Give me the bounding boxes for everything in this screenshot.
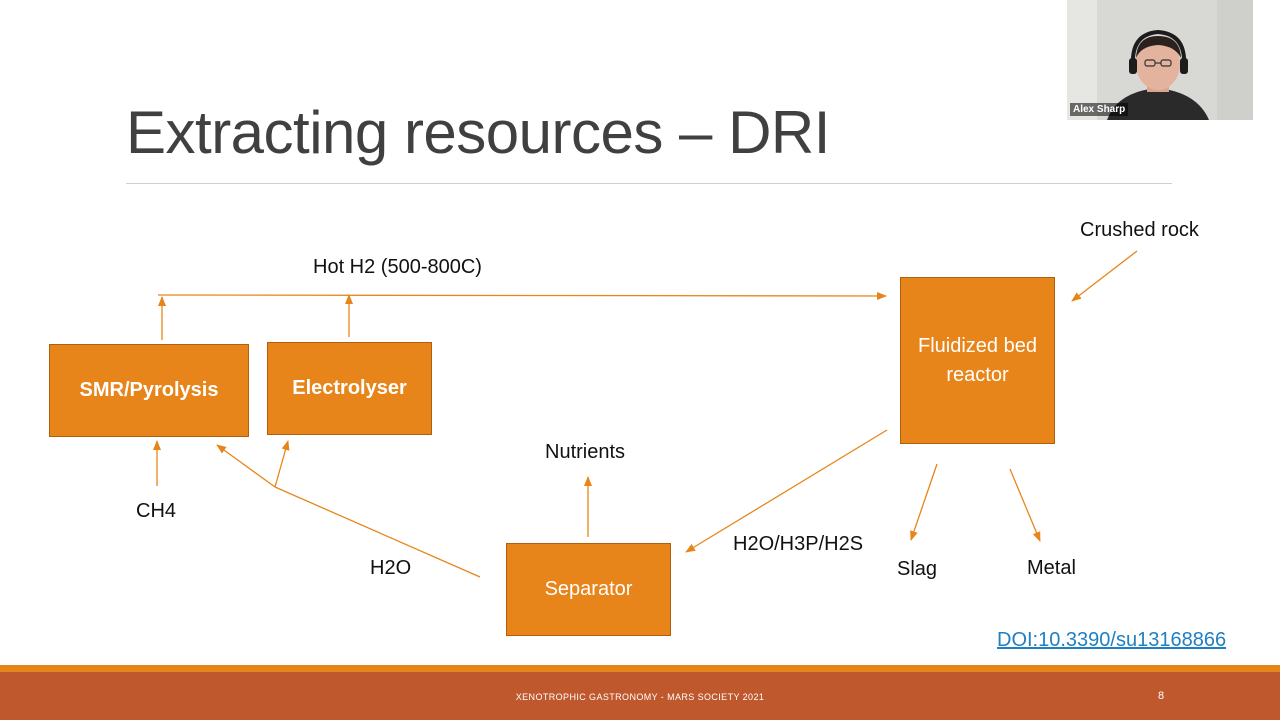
participant-video (1067, 0, 1253, 120)
crushed-rock-label: Crushed rock (1080, 219, 1199, 241)
webcam-tile[interactable]: Alex Sharp (1067, 0, 1253, 120)
title-divider (126, 183, 1172, 184)
page-number: 8 (1158, 690, 1165, 702)
nutrients-label: Nutrients (545, 441, 626, 463)
metal-arrow (1009, 468, 1041, 542)
metal-label: Metal (1027, 557, 1076, 579)
smr-pyrolysis-box: SMR/Pyrolysis (49, 344, 249, 437)
slide-title: Extracting resources – DRI (126, 99, 830, 166)
h2o-to-electrolyser-arrow (274, 440, 290, 488)
participant-name-label: Alex Sharp (1070, 103, 1129, 116)
hot-h2-label: Hot H2 (500-800C) (313, 256, 482, 278)
doi-link[interactable]: DOI:10.3390/su13168866 (997, 629, 1227, 651)
fluidized-bed-reactor-box: Fluidized bed reactor (900, 277, 1055, 444)
hot-h2-line-arrow (157, 291, 887, 300)
reactor-to-separator-arrow (685, 429, 888, 553)
footer-text: XENOTROPHIC GASTRONOMY - MARS SOCIETY 20… (515, 692, 765, 702)
ch4-label: CH4 (136, 500, 177, 522)
electrolyser-box: Electrolyser (267, 342, 432, 435)
crushed-rock-arrow (1071, 250, 1138, 302)
h2o-label: H2O (370, 557, 412, 579)
h2o-return-line (274, 486, 481, 578)
h2o-to-smr-arrow (216, 444, 276, 488)
footer-bar (0, 672, 1280, 720)
slag-label: Slag (897, 558, 938, 580)
footer-accent-line (0, 665, 1280, 672)
gases-label: H2O/H3P/H2S (733, 533, 864, 555)
slag-arrow (910, 463, 938, 541)
separator-box: Separator (506, 543, 671, 636)
